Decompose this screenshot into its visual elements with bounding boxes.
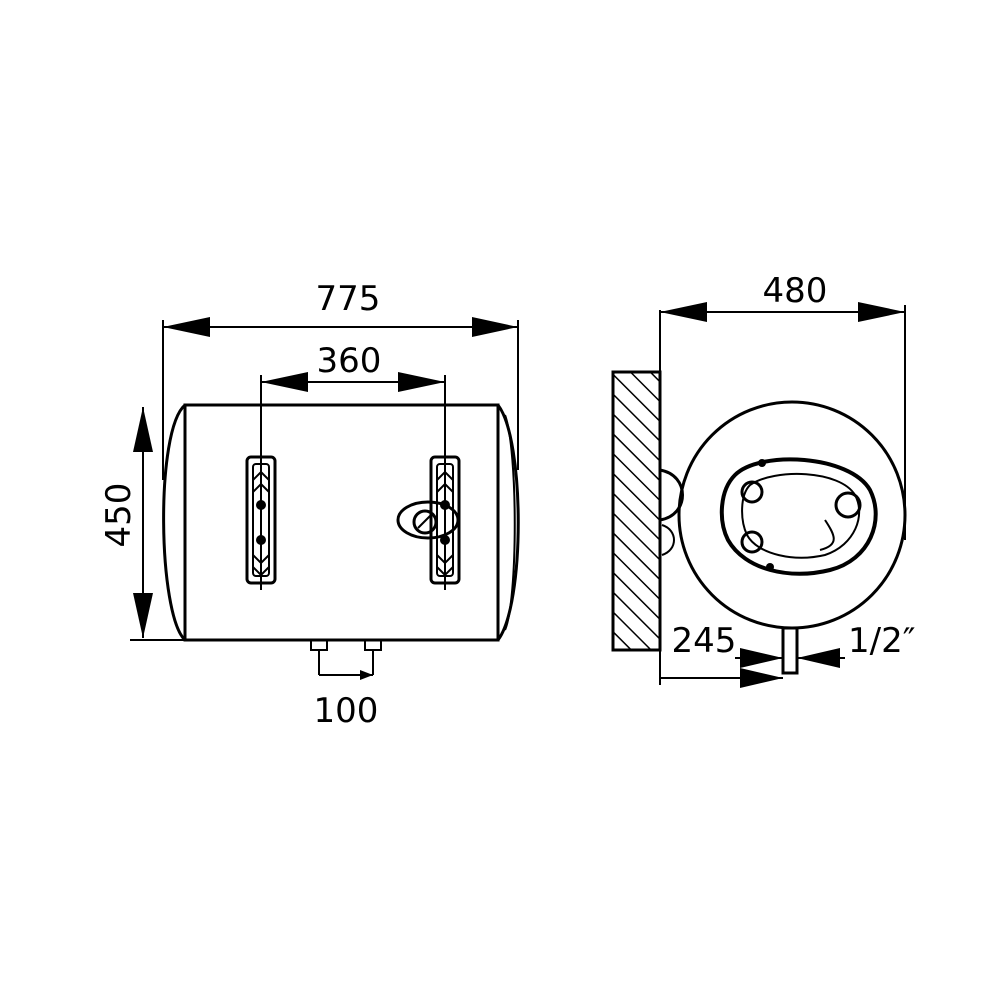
pipe-spacing-dimension: 100	[314, 670, 379, 731]
front-view: 775 360 450 100	[99, 279, 520, 731]
arrowhead	[797, 648, 840, 668]
pipe-size-dimension: 1/2″	[735, 621, 915, 668]
arrowhead	[472, 317, 518, 337]
bracket-spacing-label: 360	[317, 341, 382, 381]
outlet-pipe	[781, 626, 799, 675]
depth-label: 480	[763, 271, 828, 311]
width-dimension: 775	[162, 279, 519, 480]
height-dimension: 450	[99, 407, 185, 641]
pipe-size-label: 1/2″	[848, 621, 915, 661]
arrowhead	[398, 372, 445, 392]
arrowhead	[261, 372, 308, 392]
thermostat-knob	[396, 500, 460, 540]
pipe-spacing-label: 100	[314, 691, 379, 731]
arrowhead	[133, 407, 153, 452]
depth-dimension: 480	[659, 271, 906, 540]
arrowhead	[740, 668, 783, 688]
side-view: 480 245 1/2″	[611, 271, 915, 688]
arrowhead	[740, 648, 783, 668]
wall	[611, 370, 662, 652]
arrowhead	[163, 317, 210, 337]
bracket-spacing-dimension: 360	[260, 341, 446, 590]
height-label: 450	[99, 483, 139, 548]
arrowhead	[660, 302, 707, 322]
arrowhead	[858, 302, 905, 322]
arrowhead	[360, 670, 373, 680]
pipe-offset-dimension: 245	[659, 621, 783, 688]
arrowhead	[133, 593, 153, 638]
tank-side-circle	[677, 400, 907, 630]
heating-flange	[719, 457, 878, 576]
pipe-offset-label: 245	[672, 621, 737, 661]
tank-body	[162, 403, 520, 642]
width-label: 775	[316, 279, 381, 319]
bottom-pipes	[310, 639, 382, 675]
wall-bracket	[659, 468, 684, 556]
